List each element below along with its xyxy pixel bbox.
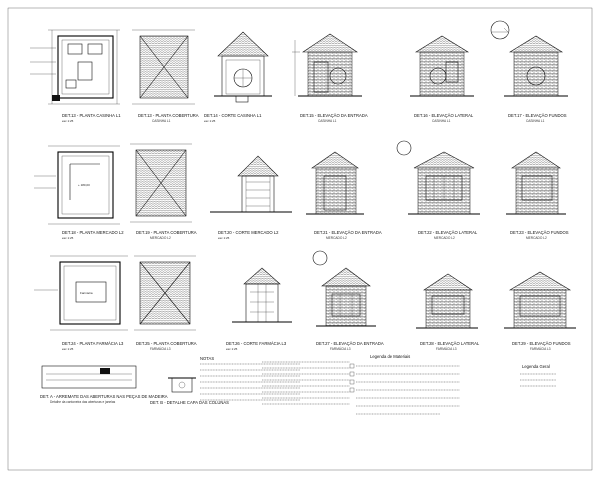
elevation-entrance-3	[312, 250, 376, 327]
caption-detail-a: DET. A - ARREMATE DAS ABERTURAS NAS PEÇA…	[40, 394, 168, 399]
sheet-border	[7, 7, 593, 471]
caption-cover-2-sub: MERCADO L2	[150, 236, 171, 240]
caption-elev-2a: DET.21 - ELEVAÇÃO DA ENTRADA	[314, 230, 382, 235]
general-legend: Legenda Geral	[520, 364, 556, 387]
row-2: + 180,00	[34, 140, 569, 240]
caption-elev-1a: DET.15 - ELEVAÇÃO DA ENTRADA	[300, 113, 368, 118]
caption-cover-1: DET.13 - PLANTA COBERTURA	[138, 113, 199, 118]
section-1	[214, 31, 272, 103]
elevation-entrance-1	[292, 33, 362, 97]
caption-plan-2: DET.18 - PLANTA MERCADO L2	[62, 230, 124, 235]
scale-plan-3: esc 1:25	[62, 347, 74, 351]
elevation-rear-3	[504, 271, 576, 329]
detail-b: DET. B - DETALHE CAPA DAS COLUNAS	[150, 377, 229, 405]
detail-a: DET. A - ARREMATE DAS ABERTURAS NAS PEÇA…	[40, 365, 168, 404]
caption-elev-2c: DET.23 - ELEVAÇÃO FUNDOS	[510, 230, 569, 235]
caption-elev-2b: DET.22 - ELEVAÇÃO LATERAL	[418, 230, 478, 235]
caption-cut-3: DET.26 - CORTE FARMÁCIA L3	[226, 341, 287, 346]
caption-elev-3a: DET.27 - ELEVAÇÃO DA ENTRADA	[316, 341, 384, 346]
detail-callout-icon	[490, 20, 510, 40]
caption-elev-1b: DET.16 - ELEVAÇÃO LATERAL	[414, 113, 474, 118]
caption-elev-3a-sub: FARMÁCIA L3	[330, 347, 351, 351]
caption-elev-2b-sub: MERCADO L2	[434, 236, 455, 240]
floor-plan-3: Farmácia	[34, 255, 128, 331]
legend2-title: Legenda Geral	[522, 364, 550, 369]
scale-cut-2: esc 1:25	[218, 236, 230, 240]
floor-plan-1	[30, 29, 120, 105]
caption-elev-3c: DET.29 - ELEVAÇÃO FUNDOS	[512, 341, 571, 346]
elevation-side-3	[416, 273, 478, 329]
row-3: Farmácia	[34, 250, 576, 351]
caption-elev-1c: DET.17 - ELEVAÇÃO FUNDOS	[508, 113, 567, 118]
legend-title: Legenda de Materiais	[370, 354, 410, 359]
caption-detail-b: DET. B - DETALHE CAPA DAS COLUNAS	[150, 400, 229, 405]
elevation-side-2	[408, 151, 480, 215]
materials-legend: Legenda de Materiais	[349, 354, 460, 415]
row-1: DET.13 - PLANTA CASINHA L1 esc 1:25 DET.…	[30, 20, 568, 123]
caption-cover-1-sub: CASINHA L1	[152, 119, 171, 123]
caption-cut-1: DET.14 - CORTE CASINHA L1	[204, 113, 262, 118]
elevation-entrance-2	[306, 140, 412, 215]
roof-plan-1	[132, 29, 195, 105]
level-mark-2: + 180,00	[78, 183, 90, 187]
scale-plan-1: esc 1:25	[62, 119, 74, 123]
elevation-rear-2	[506, 151, 566, 215]
notes-title: NOTAS	[200, 356, 214, 361]
caption-elev-1c-sub: CASINHA L1	[526, 119, 545, 123]
caption-elev-1b-sub: CASINHA L1	[432, 119, 451, 123]
caption-elev-2c-sub: MERCADO L2	[526, 236, 547, 240]
caption-plan-1: DET.13 - PLANTA CASINHA L1	[62, 113, 121, 118]
caption-cover-3: DET.25 - PLANTA COBERTURA	[136, 341, 197, 346]
detail-callout-icon	[396, 140, 412, 156]
scale-plan-2: esc 1:25	[62, 236, 74, 240]
caption-cut-2: DET.20 - CORTE MERCADO L2	[218, 230, 279, 235]
caption-cover-3-sub: FARMÁCIA L3	[150, 347, 171, 351]
section-3	[232, 267, 292, 323]
detail-callout-icon	[312, 250, 328, 266]
floor-plan-2: + 180,00	[34, 145, 120, 225]
elevation-side-1	[410, 35, 474, 97]
scale-cut-3: esc 1:25	[226, 347, 238, 351]
caption-plan-3: DET.24 - PLANTA FARMÁCIA L3	[62, 341, 124, 346]
roof-plan-2	[130, 143, 192, 223]
caption-elev-1a-sub: CASINHA L1	[318, 119, 337, 123]
bottom-row: DET. A - ARREMATE DAS ABERTURAS NAS PEÇA…	[40, 354, 556, 415]
caption-cover-2: DET.19 - PLANTA COBERTURA	[136, 230, 197, 235]
caption-elev-3b: DET.28 - ELEVAÇÃO LATERAL	[420, 341, 480, 346]
caption-detail-a-sub: Detalhe da cantoneira das aberturas e ja…	[50, 400, 116, 404]
room-label-3: Farmácia	[80, 291, 93, 295]
caption-elev-2a-sub: MERCADO L2	[326, 236, 347, 240]
elevation-rear-1	[490, 20, 568, 97]
scale-cut-1: esc 1:25	[204, 119, 216, 123]
caption-elev-3c-sub: FARMÁCIA L3	[530, 347, 551, 351]
section-2	[210, 155, 292, 213]
roof-plan-3	[134, 255, 196, 331]
notes-block: NOTAS	[200, 356, 350, 405]
caption-elev-3b-sub: FARMÁCIA L3	[436, 347, 457, 351]
